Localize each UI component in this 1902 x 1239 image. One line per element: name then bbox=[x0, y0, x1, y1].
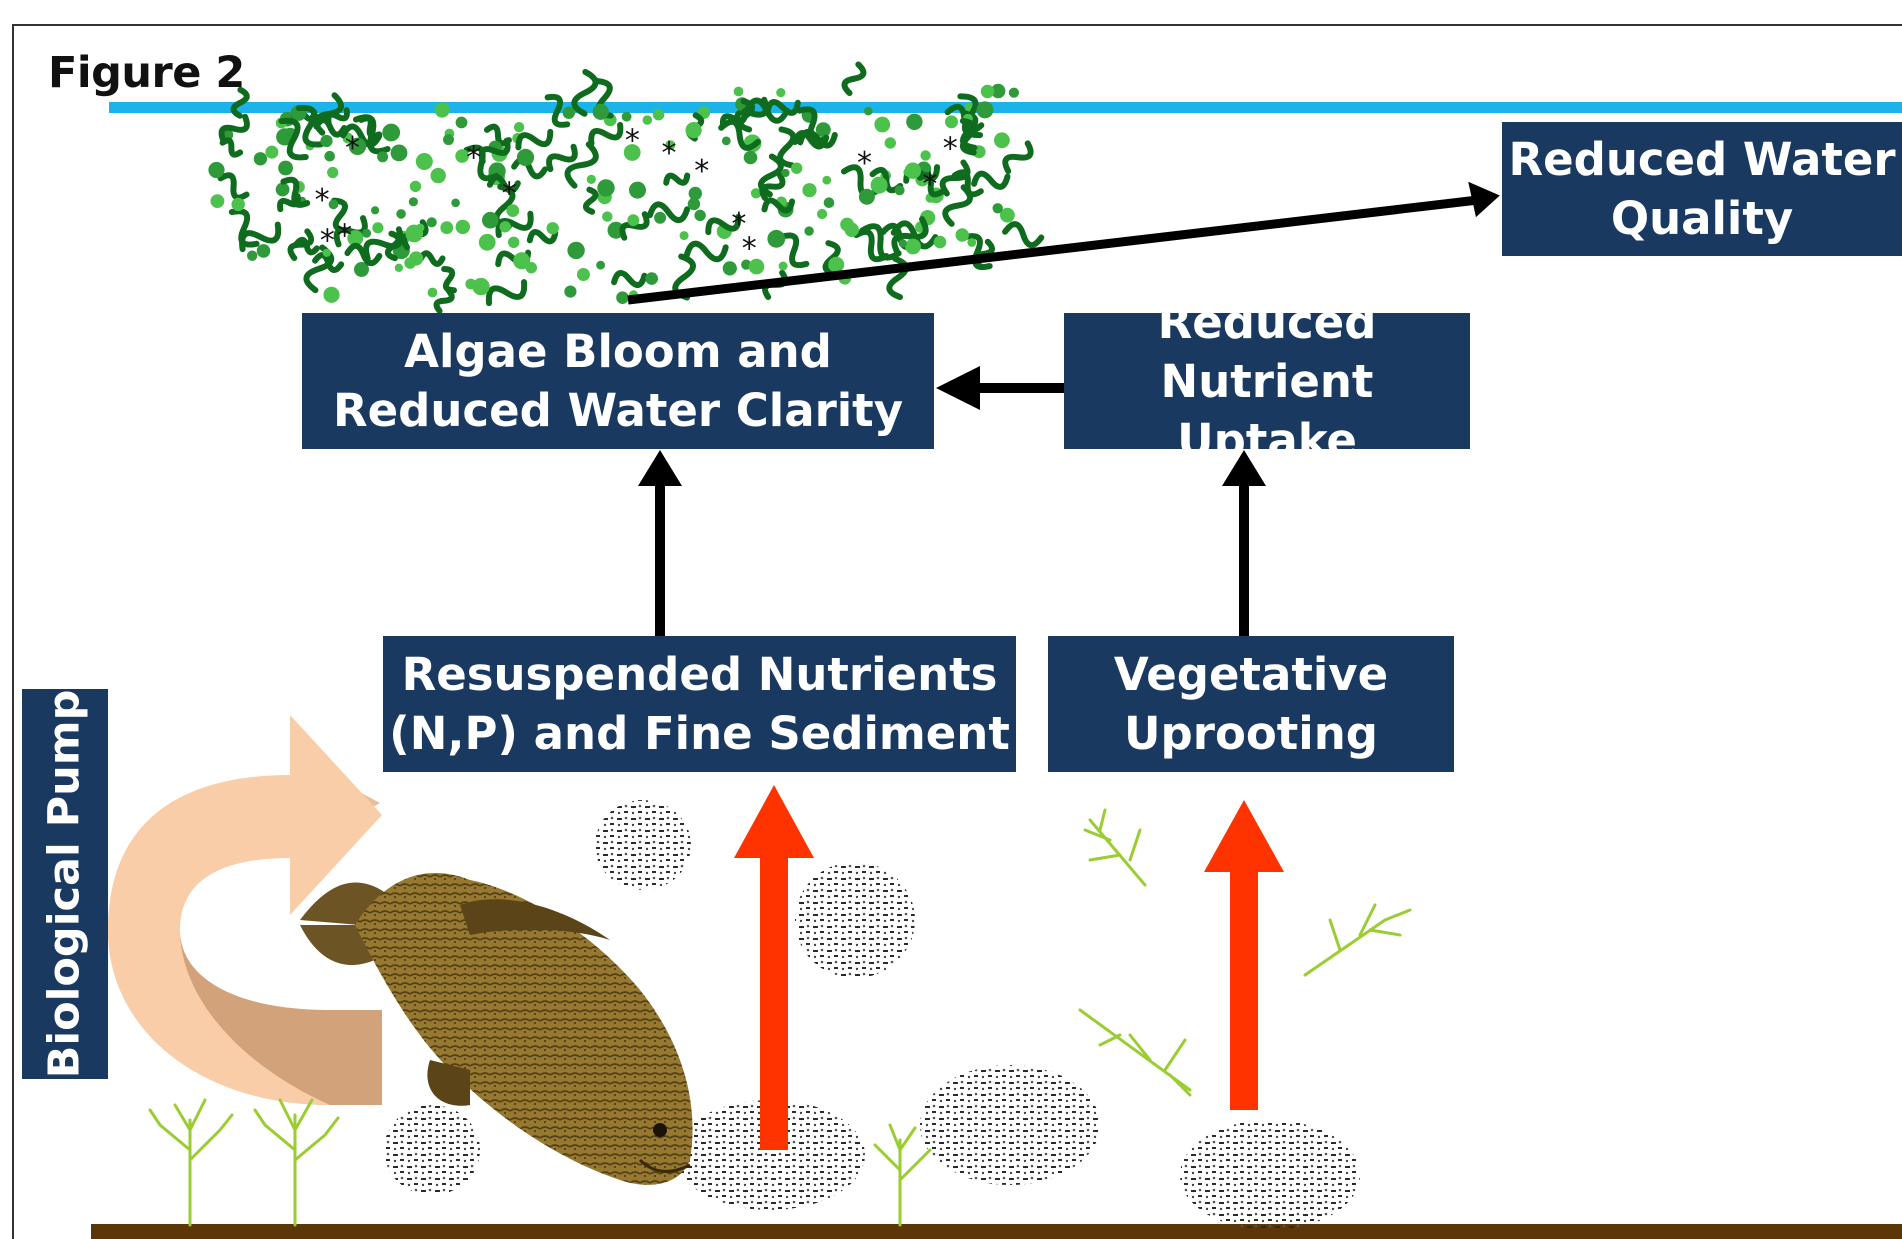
svg-text:*: * bbox=[625, 124, 640, 159]
disturbance-arrow-resuspension bbox=[734, 785, 814, 1150]
svg-text:*: * bbox=[694, 154, 709, 189]
water-surface-line bbox=[109, 102, 1902, 113]
algae-bloom-box: Algae Bloom and Reduced Water Clarity bbox=[302, 313, 934, 449]
svg-text:*: * bbox=[337, 218, 352, 253]
biological-pump-label: ‘Biological Pump’ bbox=[40, 673, 90, 1095]
resuspended-nutrients-box: Resuspended Nutrients (N,P) and Fine Sed… bbox=[383, 636, 1016, 772]
reduced-water-quality-box: Reduced Water Quality bbox=[1502, 122, 1902, 256]
svg-text:*: * bbox=[857, 146, 872, 181]
svg-text:*: * bbox=[922, 167, 937, 202]
svg-text:*: * bbox=[320, 224, 335, 259]
disturbance-arrow-uprooting bbox=[1204, 800, 1284, 1110]
biological-pump-arrow bbox=[108, 715, 382, 1105]
reduced-nutrient-uptake-box: Reduced Nutrient Uptake bbox=[1064, 296, 1470, 467]
svg-text:*: * bbox=[315, 183, 330, 218]
flow-arrow-algae-to-water-quality bbox=[627, 181, 1500, 305]
svg-text:*: * bbox=[466, 140, 481, 175]
svg-text:*: * bbox=[742, 231, 757, 266]
aquatic-plant-icon bbox=[148, 808, 1412, 1227]
flow-arrow-uprooting-to-uptake bbox=[1222, 450, 1266, 636]
sediment-particles-icon bbox=[384, 800, 1360, 1230]
lake-bed-line bbox=[91, 1224, 1902, 1239]
carp-fish-icon bbox=[300, 872, 693, 1185]
biological-pump-box: ‘Biological Pump’ bbox=[22, 673, 108, 1095]
flow-arrow-resuspended-to-algae bbox=[638, 450, 682, 636]
figure-title: Figure 2 bbox=[48, 48, 245, 98]
svg-text:*: * bbox=[943, 131, 958, 166]
svg-text:*: * bbox=[731, 207, 746, 242]
vegetative-uprooting-box: Vegetative Uprooting bbox=[1048, 636, 1454, 772]
svg-text:*: * bbox=[502, 177, 517, 212]
figure-frame bbox=[12, 24, 1902, 1239]
flow-arrow-uptake-to-algae bbox=[936, 366, 1064, 410]
algae-cluster-icon: ************** bbox=[208, 61, 1045, 314]
svg-text:*: * bbox=[345, 131, 360, 166]
svg-text:*: * bbox=[662, 136, 677, 171]
